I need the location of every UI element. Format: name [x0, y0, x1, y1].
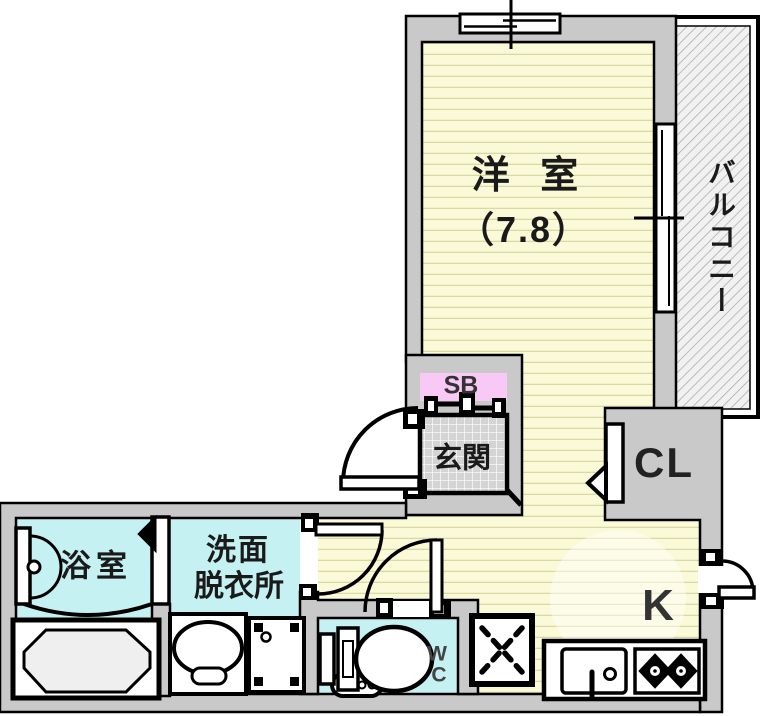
stove-icon: [633, 647, 701, 695]
washroom-door-arc: [317, 529, 384, 596]
wc-door: [363, 538, 451, 619]
washbasin-icon: [168, 612, 248, 696]
entrance-door-arc: [341, 406, 419, 484]
label-western-room: 洋 室: [471, 155, 589, 197]
label-kitchen: K: [642, 581, 674, 630]
watermark: [550, 530, 686, 666]
label-room-size: （7.8）: [457, 209, 591, 250]
service-door-leaf: [717, 585, 756, 600]
balcony-structure: [666, 15, 760, 419]
closet-door-icon: [585, 422, 625, 505]
label-bathroom: 浴室: [60, 548, 132, 584]
bathtub-icon: [10, 617, 162, 701]
label-closet: CL: [634, 439, 694, 486]
windows: [458, 0, 684, 314]
floor-hatch-icon: [469, 613, 535, 687]
washroom-door-leaf: [314, 522, 384, 537]
label-wc-c: C: [431, 663, 447, 687]
label-entrance: 玄関: [432, 442, 492, 475]
wc-door-leaf: [429, 538, 444, 614]
label-washroom-1: 洗面: [206, 534, 270, 567]
bath-knob: [26, 559, 42, 575]
label-washroom-2: 脱衣所: [194, 570, 284, 603]
main-room-floor: [318, 42, 700, 694]
washer-pan-icon: [247, 616, 306, 694]
toilet-icon: [318, 624, 435, 698]
washroom-fixtures: [168, 612, 306, 696]
bath-panel-arc: [29, 534, 63, 600]
entrance-door-leaf: [339, 475, 421, 491]
label-shoe-box: SB: [443, 371, 479, 400]
entrance-step-bevel: [505, 488, 523, 507]
sb-rack-icon: [424, 392, 506, 418]
entrance-door: [339, 406, 427, 499]
bath-door-swing: [23, 602, 153, 617]
kitchen-counter: [541, 638, 708, 702]
label-wc-w: W: [427, 642, 447, 666]
label-balcony: バルコニー: [705, 158, 736, 318]
bath-door-wedge: [137, 514, 157, 554]
top-window-icon: [458, 0, 562, 49]
bathroom-fixtures: [10, 514, 171, 701]
service-door: [701, 549, 756, 609]
wc-door-arc: [363, 538, 438, 613]
kitchen-sink-icon: [560, 647, 628, 699]
floor-areas: [16, 42, 702, 696]
washroom-door: [299, 513, 384, 600]
balcony-sliding-door-icon: [634, 122, 684, 314]
